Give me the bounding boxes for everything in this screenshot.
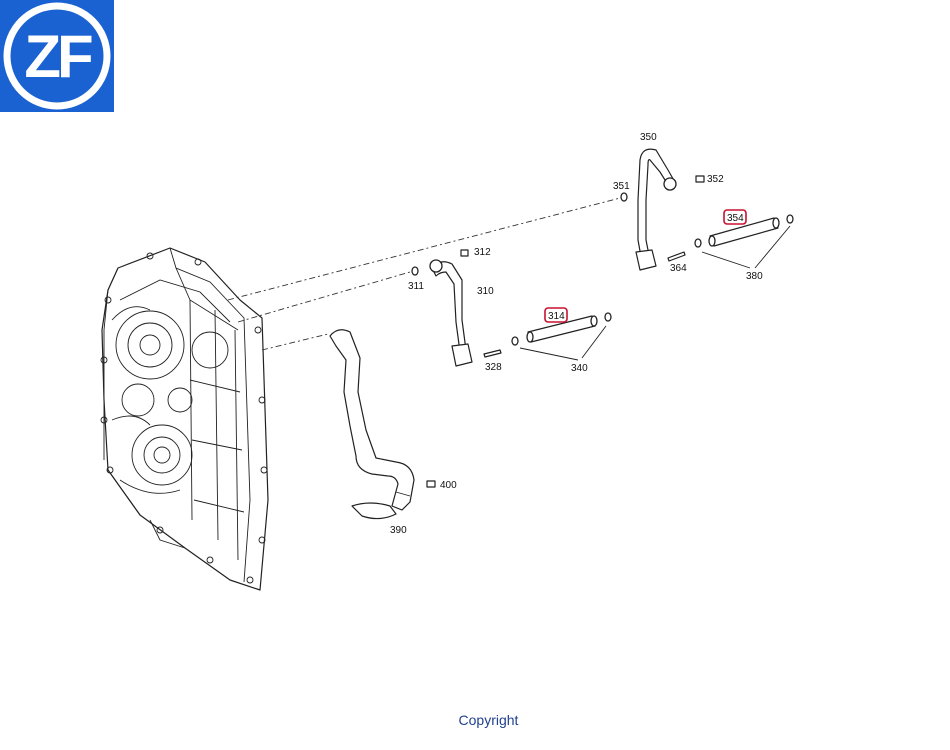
zf-logo-mark: ZF	[0, 0, 114, 112]
callout-340: 340	[571, 363, 588, 374]
callout-314[interactable]: 314	[548, 311, 565, 322]
copyright-footer: Copyright	[0, 712, 950, 728]
o-rings-340	[511, 312, 612, 361]
callout-328: 328	[485, 362, 502, 373]
tube-310	[429, 259, 473, 367]
callout-354-highlight	[723, 209, 747, 225]
callout-314-highlight	[544, 307, 568, 323]
bolt-328	[483, 349, 502, 358]
hose-390	[329, 329, 415, 520]
fitting-400	[426, 480, 436, 488]
o-ring-311	[411, 266, 419, 276]
fitting-352	[695, 175, 705, 183]
tube-350	[635, 148, 677, 271]
tube-314	[526, 315, 598, 343]
callout-311: 311	[408, 281, 424, 292]
callout-312: 312	[474, 247, 491, 258]
callout-351: 351	[613, 181, 630, 192]
fitting-312	[460, 249, 469, 257]
tube-354	[708, 217, 780, 247]
assembly-lines	[227, 197, 621, 351]
o-rings-380	[694, 214, 794, 269]
zf-logo: ZF	[0, 0, 114, 112]
callout-380: 380	[746, 271, 763, 282]
callout-350: 350	[640, 132, 657, 143]
callout-354[interactable]: 354	[727, 213, 744, 224]
svg-text:ZF: ZF	[24, 23, 92, 90]
copyright-text: Copyright	[458, 712, 519, 728]
bolt-364	[667, 251, 686, 262]
callout-390: 390	[390, 525, 407, 536]
callout-310: 310	[477, 286, 494, 297]
callout-400: 400	[440, 480, 457, 491]
callout-364: 364	[670, 263, 687, 274]
transmission-housing	[100, 247, 269, 591]
o-ring-351	[620, 192, 628, 202]
callout-352: 352	[707, 174, 724, 185]
